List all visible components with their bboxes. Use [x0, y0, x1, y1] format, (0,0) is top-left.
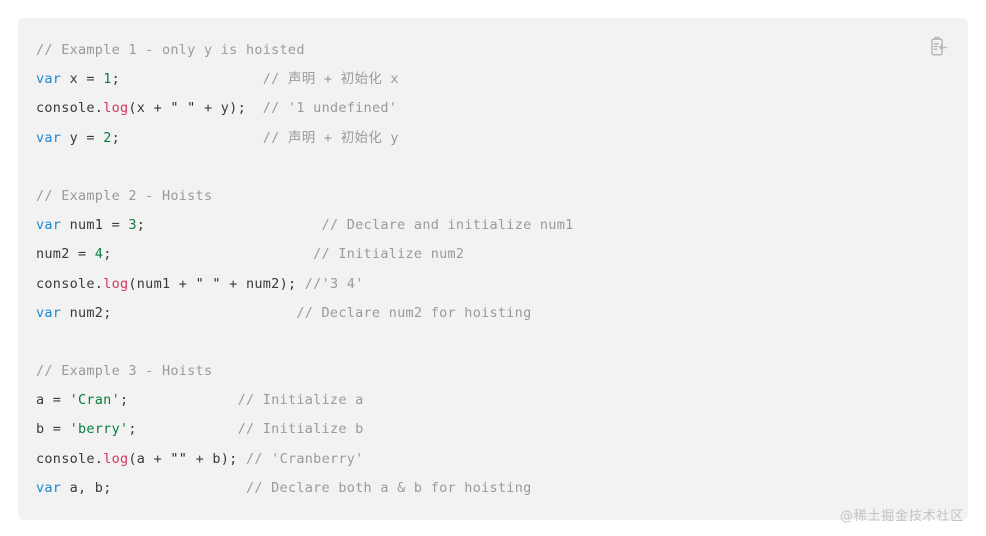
code-line: var num1 = 3; // Declare and initialize …: [36, 211, 968, 240]
code-line: num2 = 4; // Initialize num2: [36, 240, 968, 269]
code-token-plain: [112, 305, 297, 321]
code-token-plain: num1 =: [61, 217, 129, 234]
code-token-keyword: var: [36, 129, 62, 146]
code-token-plain: [238, 451, 246, 467]
code-line: b = 'berry'; // Initialize b: [36, 415, 968, 444]
code-line: [36, 328, 968, 357]
code-token-method: log: [103, 100, 129, 117]
code-token-comment: // Declare and initialize num1: [321, 217, 574, 234]
code-token-plain: ;: [136, 217, 146, 234]
code-line: // Example 1 - only y is hoisted: [36, 36, 968, 65]
code-token-comment: //'3 4': [304, 275, 364, 292]
code-token-plain: [112, 246, 314, 262]
code-token-plain: ;: [128, 421, 137, 438]
code-token-comment: // Example 1 - only y is hoisted: [36, 42, 305, 58]
code-token-plain: a =: [36, 392, 70, 409]
code-token-keyword: var: [36, 304, 62, 321]
code-token-comment: // Example 3 - Hoists: [36, 363, 213, 380]
code-token-method: log: [103, 275, 129, 292]
code-line: console.log(a + "" + b); // 'Cranberry': [36, 445, 968, 474]
code-token-plain: [137, 421, 238, 437]
code-token-plain: ;: [111, 71, 121, 88]
code-token-strlit: " ": [195, 275, 221, 292]
code-token-comment: // Initialize a: [237, 392, 364, 409]
code-token-comment: // Declare num2 for hoisting: [296, 304, 532, 321]
code-token-comment: // Initialize b: [237, 421, 364, 438]
code-token-plain: y =: [61, 129, 104, 146]
clipboard-copy-icon: [926, 36, 948, 58]
code-token-number: 2: [103, 129, 112, 146]
code-token-keyword: var: [36, 217, 62, 234]
code-token-plain: [296, 276, 304, 292]
code-token-plain: [145, 217, 321, 233]
code-token-plain: console.: [36, 450, 104, 467]
code-token-plain: b =: [36, 421, 70, 438]
code-token-comment: // Example 2 - Hoists: [36, 187, 213, 204]
code-token-plain: (x +: [128, 100, 171, 117]
code-token-plain: ;: [119, 392, 129, 409]
code-token-keyword: var: [36, 479, 62, 496]
code-token-plain: num2;: [61, 304, 112, 321]
code-token-comment: // Initialize num2: [313, 246, 465, 263]
code-token-keyword: var: [36, 71, 62, 88]
code-token-comment: // Declare both a & b for hoisting: [245, 479, 532, 496]
code-token-number: 3: [128, 217, 137, 234]
code-token-plain: [120, 71, 263, 87]
code-token-comment: // 'Cranberry': [245, 450, 364, 467]
code-token-string: 'Cran': [69, 392, 120, 409]
code-token-number: 4: [94, 246, 104, 263]
code-line: var a, b; // Declare both a & b for hois…: [36, 474, 968, 503]
code-token-plain: [112, 480, 246, 496]
code-token-plain: [128, 392, 237, 408]
code-line: // Example 2 - Hoists: [36, 182, 968, 211]
code-token-plain: console.: [36, 275, 104, 292]
code-token-comment: // 声明 + 初始化 y: [262, 129, 399, 146]
code-line: console.log(x + " " + y); // '1 undefine…: [36, 94, 968, 123]
code-token-strlit: "": [170, 450, 188, 467]
code-token-plain: x =: [61, 71, 104, 88]
code-line: var y = 2; // 声明 + 初始化 y: [36, 124, 968, 153]
watermark: @稀土掘金技术社区: [839, 509, 964, 524]
code-token-plain: ;: [111, 129, 121, 146]
code-line: var num2; // Declare num2 for hoisting: [36, 299, 968, 328]
code-token-plain: (a +: [128, 450, 171, 467]
code-token-plain: [246, 100, 263, 116]
code-token-number: 1: [103, 71, 112, 88]
code-token-plain: + num2);: [220, 275, 297, 292]
code-token-plain: num2 =: [36, 246, 95, 263]
code-line: a = 'Cran'; // Initialize a: [36, 386, 968, 415]
code-token-plain: console.: [36, 100, 104, 117]
code-token-comment: // '1 undefined': [262, 100, 398, 117]
code-token-plain: ;: [103, 246, 112, 263]
copy-code-button[interactable]: [918, 28, 956, 66]
code-token-plain: (num1 +: [128, 275, 196, 292]
code-token-strlit: " ": [170, 100, 196, 117]
code-content[interactable]: // Example 1 - only y is hoisted var x = …: [36, 36, 968, 503]
code-token-method: log: [103, 450, 129, 467]
code-token-string: 'berry': [69, 421, 129, 438]
code-token-plain: + y);: [195, 100, 246, 117]
code-token-plain: [120, 130, 263, 146]
code-line: console.log(num1 + " " + num2); //'3 4': [36, 270, 968, 299]
code-token-comment: // 声明 + 初始化 x: [262, 71, 399, 88]
code-line: var x = 1; // 声明 + 初始化 x: [36, 65, 968, 94]
code-block: // Example 1 - only y is hoisted var x = …: [18, 18, 968, 520]
code-line: [36, 153, 968, 182]
code-token-plain: a, b;: [61, 479, 112, 496]
code-line: // Example 3 - Hoists: [36, 357, 968, 386]
code-token-plain: + b);: [187, 450, 238, 467]
